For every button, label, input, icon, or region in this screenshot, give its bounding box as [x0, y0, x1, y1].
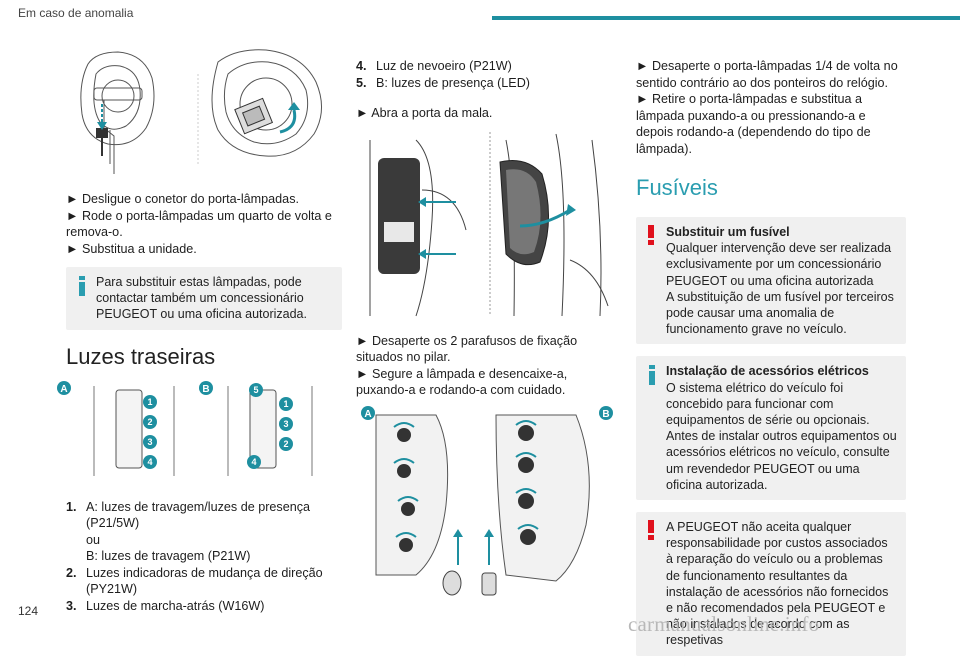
heading-fuses: Fusíveis — [636, 175, 718, 200]
tail-light-removal-illustration — [356, 129, 622, 318]
step-hold-lamp: ► Segure a lâmpada e desencaixe-a, puxan… — [356, 366, 568, 398]
heading-rear-lights: Luzes traseiras — [66, 343, 216, 369]
step-unscrew: ► Desaperte os 2 parafusos de fixação si… — [356, 333, 578, 365]
watermark: carmanualsonline.info — [628, 612, 820, 636]
page-number: 124 — [18, 604, 39, 618]
warning-icon — [648, 225, 654, 245]
step-disconnect: ► Desligue o conetor do porta-lâmpadas. — [66, 192, 299, 206]
column-1: ► Desligue o conetor do porta-lâmpadas. … — [54, 44, 342, 614]
rear-lights-illustration: A B 1 2 3 4 1 3 2 5 4 — [54, 375, 330, 486]
label-b: B — [602, 409, 609, 420]
info-accessories-text-2: Antes de instalar outros equipamentos ou… — [666, 429, 897, 492]
svg-text:5: 5 — [253, 385, 258, 395]
svg-text:2: 2 — [283, 439, 288, 449]
warning-icon — [648, 520, 654, 541]
info-accessories-text: O sistema elétrico do veículo foi conceb… — [666, 380, 870, 428]
bulb-holders-illustration: A B — [356, 404, 622, 605]
info-icon — [649, 365, 655, 386]
info-box-accessories: Instalação de acessórios elétricos O sis… — [636, 356, 906, 501]
step-unscrew-holder: ► Desaperte o porta-lâmpadas 1/4 de volt… — [636, 59, 898, 90]
list-item-1-or: ou — [86, 532, 101, 547]
list-item-5: 5. B: luzes de presença (LED) — [356, 75, 530, 90]
step-open-boot: ► Abra a porta da mala. — [356, 106, 493, 120]
svg-text:4: 4 — [147, 457, 152, 467]
warning-fuse-text: Qualquer intervenção deve ser realizada … — [666, 241, 892, 288]
column-3: ► Desaperte o porta-lâmpadas 1/4 de volt… — [636, 58, 906, 656]
svg-text:1: 1 — [283, 399, 288, 409]
svg-text:3: 3 — [283, 419, 288, 429]
step-rotate: ► Rode o porta-lâmpadas um quarto de vol… — [66, 208, 332, 240]
info-box-dealer: Para substituir estas lâmpadas, pode con… — [66, 267, 342, 330]
warning-box-liability: A PEUGEOT não aceita qualquer responsabi… — [636, 512, 906, 656]
svg-text:3: 3 — [147, 437, 152, 447]
label-b: B — [202, 384, 209, 395]
list-item-1: 1. A: luzes de travagem/luzes de presenç… — [66, 499, 311, 531]
list-item-4: 4. Luz de nevoeiro (P21W) — [356, 59, 512, 73]
column-2: 4. Luz de nevoeiro (P21W) 5. B: luzes de… — [356, 58, 622, 610]
svg-text:2: 2 — [147, 417, 152, 427]
list-item-3: 3. Luzes de marcha-atrás (W16W) — [66, 598, 265, 613]
info-icon — [79, 276, 85, 296]
svg-text:4: 4 — [251, 457, 256, 467]
label-a: A — [364, 409, 371, 420]
step-remove-holder: ► Retire o porta-lâmpadas e substitua a … — [636, 92, 871, 156]
warning-fuse-title: Substituir um fusível — [666, 225, 790, 239]
warning-liability-text: A PEUGEOT não aceita qualquer responsabi… — [666, 520, 889, 648]
list-item-2: 2. Luzes indicadoras de mudança de direç… — [66, 565, 323, 597]
warning-fuse-text-2: A substituição de um fusível por terceir… — [666, 289, 894, 337]
step-replace: ► Substitua a unidade. — [66, 241, 197, 256]
fog-lamp-illustration — [66, 44, 342, 174]
warning-box-fuse: Substituir um fusível Qualquer intervenç… — [636, 217, 906, 345]
info-box-text: Para substituir estas lâmpadas, pode con… — [96, 275, 307, 322]
svg-text:1: 1 — [147, 397, 152, 407]
section-title: Em caso de anomalia — [18, 6, 134, 20]
header-accent-bar — [492, 16, 960, 20]
label-a: A — [60, 384, 67, 395]
info-accessories-title: Instalação de acessórios elétricos — [666, 364, 869, 379]
list-item-1b: B: luzes de travagem (P21W) — [86, 549, 251, 564]
